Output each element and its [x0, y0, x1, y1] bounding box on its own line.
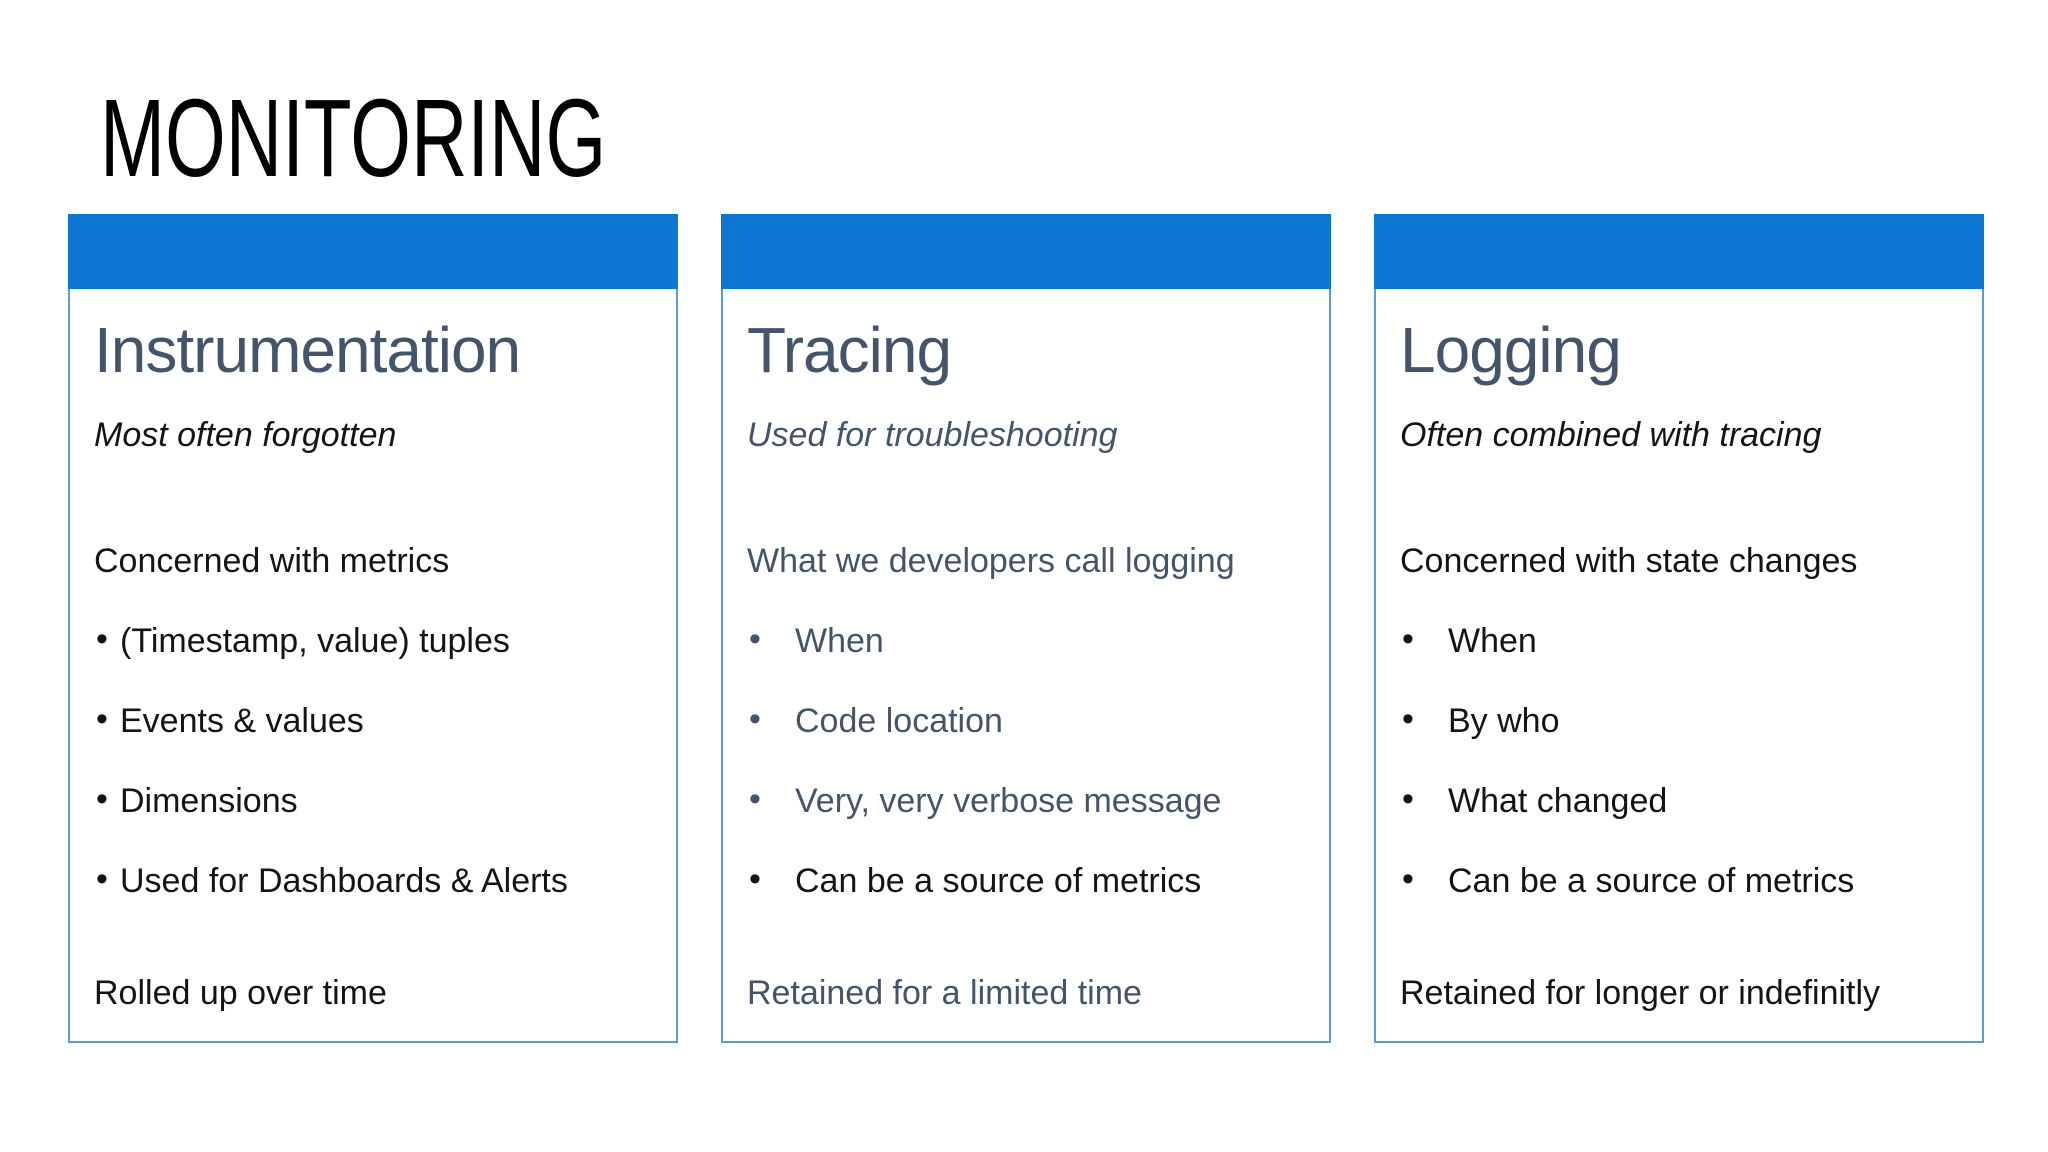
card-subtitle: Most often forgotten [94, 416, 397, 454]
bullet-item: Can be a source of metrics [747, 859, 1303, 901]
card-title: Tracing [747, 314, 952, 386]
bullet-list: When Code location Very, very verbose me… [747, 581, 1303, 901]
card-subtitle: Used for troubleshooting [747, 416, 1118, 454]
bullet-item: (Timestamp, value) tuples [94, 619, 650, 661]
bullet-item: When [747, 619, 1303, 661]
card-subtitle: Often combined with tracing [1400, 416, 1822, 454]
card-header-bar [1374, 214, 1984, 289]
bullet-item: When [1400, 619, 1956, 661]
page-title: MONITORING [100, 77, 607, 200]
bullet-item: Events & values [94, 699, 650, 741]
card-section-heading: Concerned with metrics [94, 542, 450, 580]
bullet-list: When By who What changed Can be a source… [1400, 581, 1956, 901]
bullet-item: By who [1400, 699, 1956, 741]
card-header-bar [68, 214, 678, 289]
card-row: Instrumentation Most often forgotten Con… [68, 214, 1984, 1043]
card-section-heading: What we developers call logging [747, 542, 1235, 580]
card-title: Instrumentation [94, 314, 521, 386]
card-body: Logging Often combined with tracing Conc… [1376, 289, 1982, 1041]
bullet-item: Can be a source of metrics [1400, 859, 1956, 901]
bullet-item: Very, very verbose message [747, 779, 1303, 821]
bullet-item: Used for Dashboards & Alerts [94, 859, 650, 901]
card-body: Tracing Used for troubleshooting What we… [723, 289, 1329, 1041]
card-instrumentation: Instrumentation Most often forgotten Con… [68, 214, 678, 1043]
card-tracing: Tracing Used for troubleshooting What we… [721, 214, 1331, 1043]
card-footer-note: Retained for longer or indefinitly [1400, 974, 1881, 1012]
bullet-item: Dimensions [94, 779, 650, 821]
card-title: Logging [1400, 314, 1622, 386]
card-header-bar [721, 214, 1331, 289]
card-body: Instrumentation Most often forgotten Con… [70, 289, 676, 1041]
bullet-item: What changed [1400, 779, 1956, 821]
card-footer-note: Rolled up over time [94, 974, 387, 1012]
bullet-list: (Timestamp, value) tuples Events & value… [94, 581, 650, 901]
card-logging: Logging Often combined with tracing Conc… [1374, 214, 1984, 1043]
bullet-item: Code location [747, 699, 1303, 741]
card-section-heading: Concerned with state changes [1400, 542, 1858, 580]
card-footer-note: Retained for a limited time [747, 974, 1142, 1012]
